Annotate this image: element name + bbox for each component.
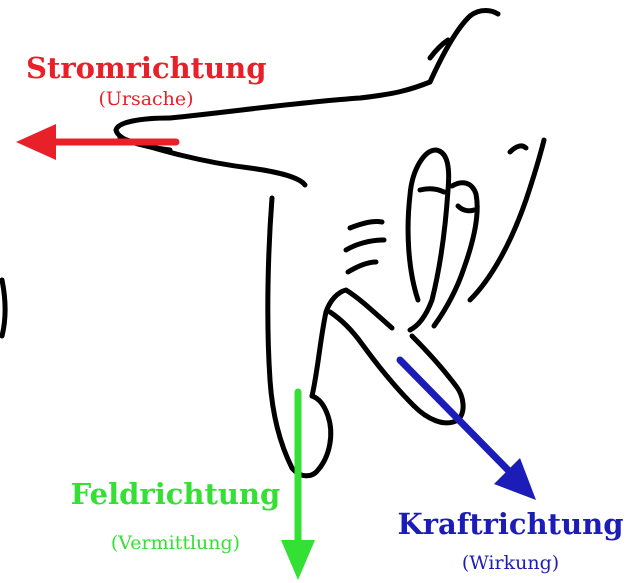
- palm-crease-3: [348, 262, 376, 272]
- force-direction-arrow: [400, 360, 536, 500]
- lower-palm: [326, 290, 392, 328]
- force-direction-label: Kraftrichtung: [393, 508, 627, 540]
- current-direction-label: Stromrichtung: [26, 52, 266, 84]
- ring-finger-outer: [408, 150, 449, 330]
- field-direction-arrow: [281, 392, 315, 580]
- index-finger-right: [312, 312, 326, 396]
- field-direction-subtitle: (Vermittlung): [68, 532, 283, 554]
- edge-mark: [2, 280, 5, 336]
- index-finger-left: [268, 198, 292, 468]
- current-direction-subtitle: (Ursache): [26, 88, 266, 110]
- pinky-nail: [458, 206, 474, 211]
- palm-crease-1: [350, 221, 382, 228]
- palm-crease-2: [346, 240, 384, 250]
- current-direction-arrow: [16, 124, 176, 160]
- hand-back-tick: [510, 146, 526, 152]
- ring-finger-inner: [420, 189, 444, 192]
- field-direction-label: Feldrichtung: [68, 478, 283, 510]
- force-direction-subtitle: (Wirkung): [393, 552, 627, 574]
- hand-back-edge: [470, 140, 544, 300]
